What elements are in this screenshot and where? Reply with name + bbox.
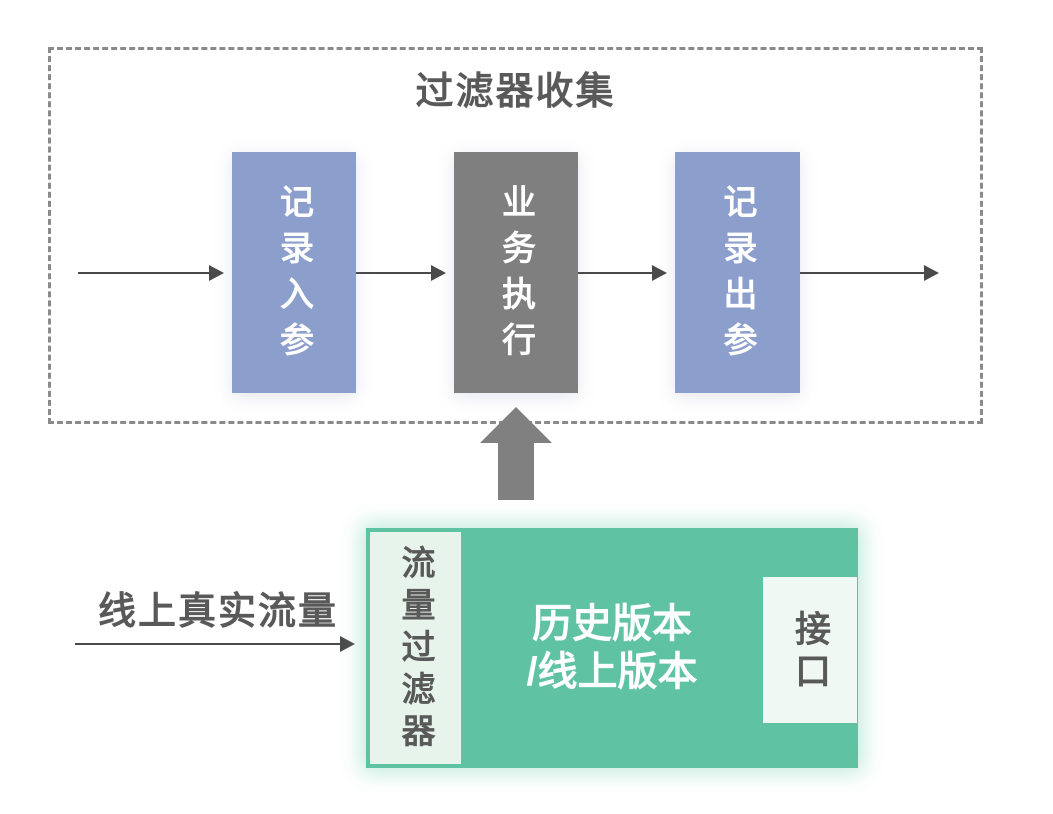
replay-service-box: 流量过滤器 历史版本 /线上版本 接口 (366, 528, 858, 768)
replay-up-arrow-head (480, 407, 552, 443)
node-business-exec: 业务执行 (454, 152, 578, 393)
node-record-output-label: 记录出参 (718, 183, 756, 368)
flow-arrow-mid2 (578, 265, 667, 281)
flow-arrow-in (78, 265, 224, 281)
version-label: 历史版本 /线上版本 (526, 602, 698, 694)
flow-arrow-mid1 (356, 265, 446, 281)
interface-box: 接口 (763, 577, 857, 723)
traffic-filter-panel: 流量过滤器 (370, 532, 461, 764)
node-record-output: 记录出参 (675, 152, 800, 393)
flow-arrow-out (800, 265, 939, 281)
traffic-arrow (75, 636, 355, 652)
replay-up-arrow-body (498, 443, 534, 500)
node-record-input: 记录入参 (232, 152, 356, 393)
replay-up-arrow (480, 407, 552, 500)
group-title: 过滤器收集 (415, 71, 616, 113)
traffic-source-label: 线上真实流量 (97, 591, 338, 633)
node-record-input-label: 记录入参 (274, 183, 313, 368)
node-business-exec-label: 业务执行 (496, 183, 535, 368)
interface-label: 接口 (790, 609, 831, 694)
traffic-filter-label: 流量过滤器 (396, 545, 434, 755)
